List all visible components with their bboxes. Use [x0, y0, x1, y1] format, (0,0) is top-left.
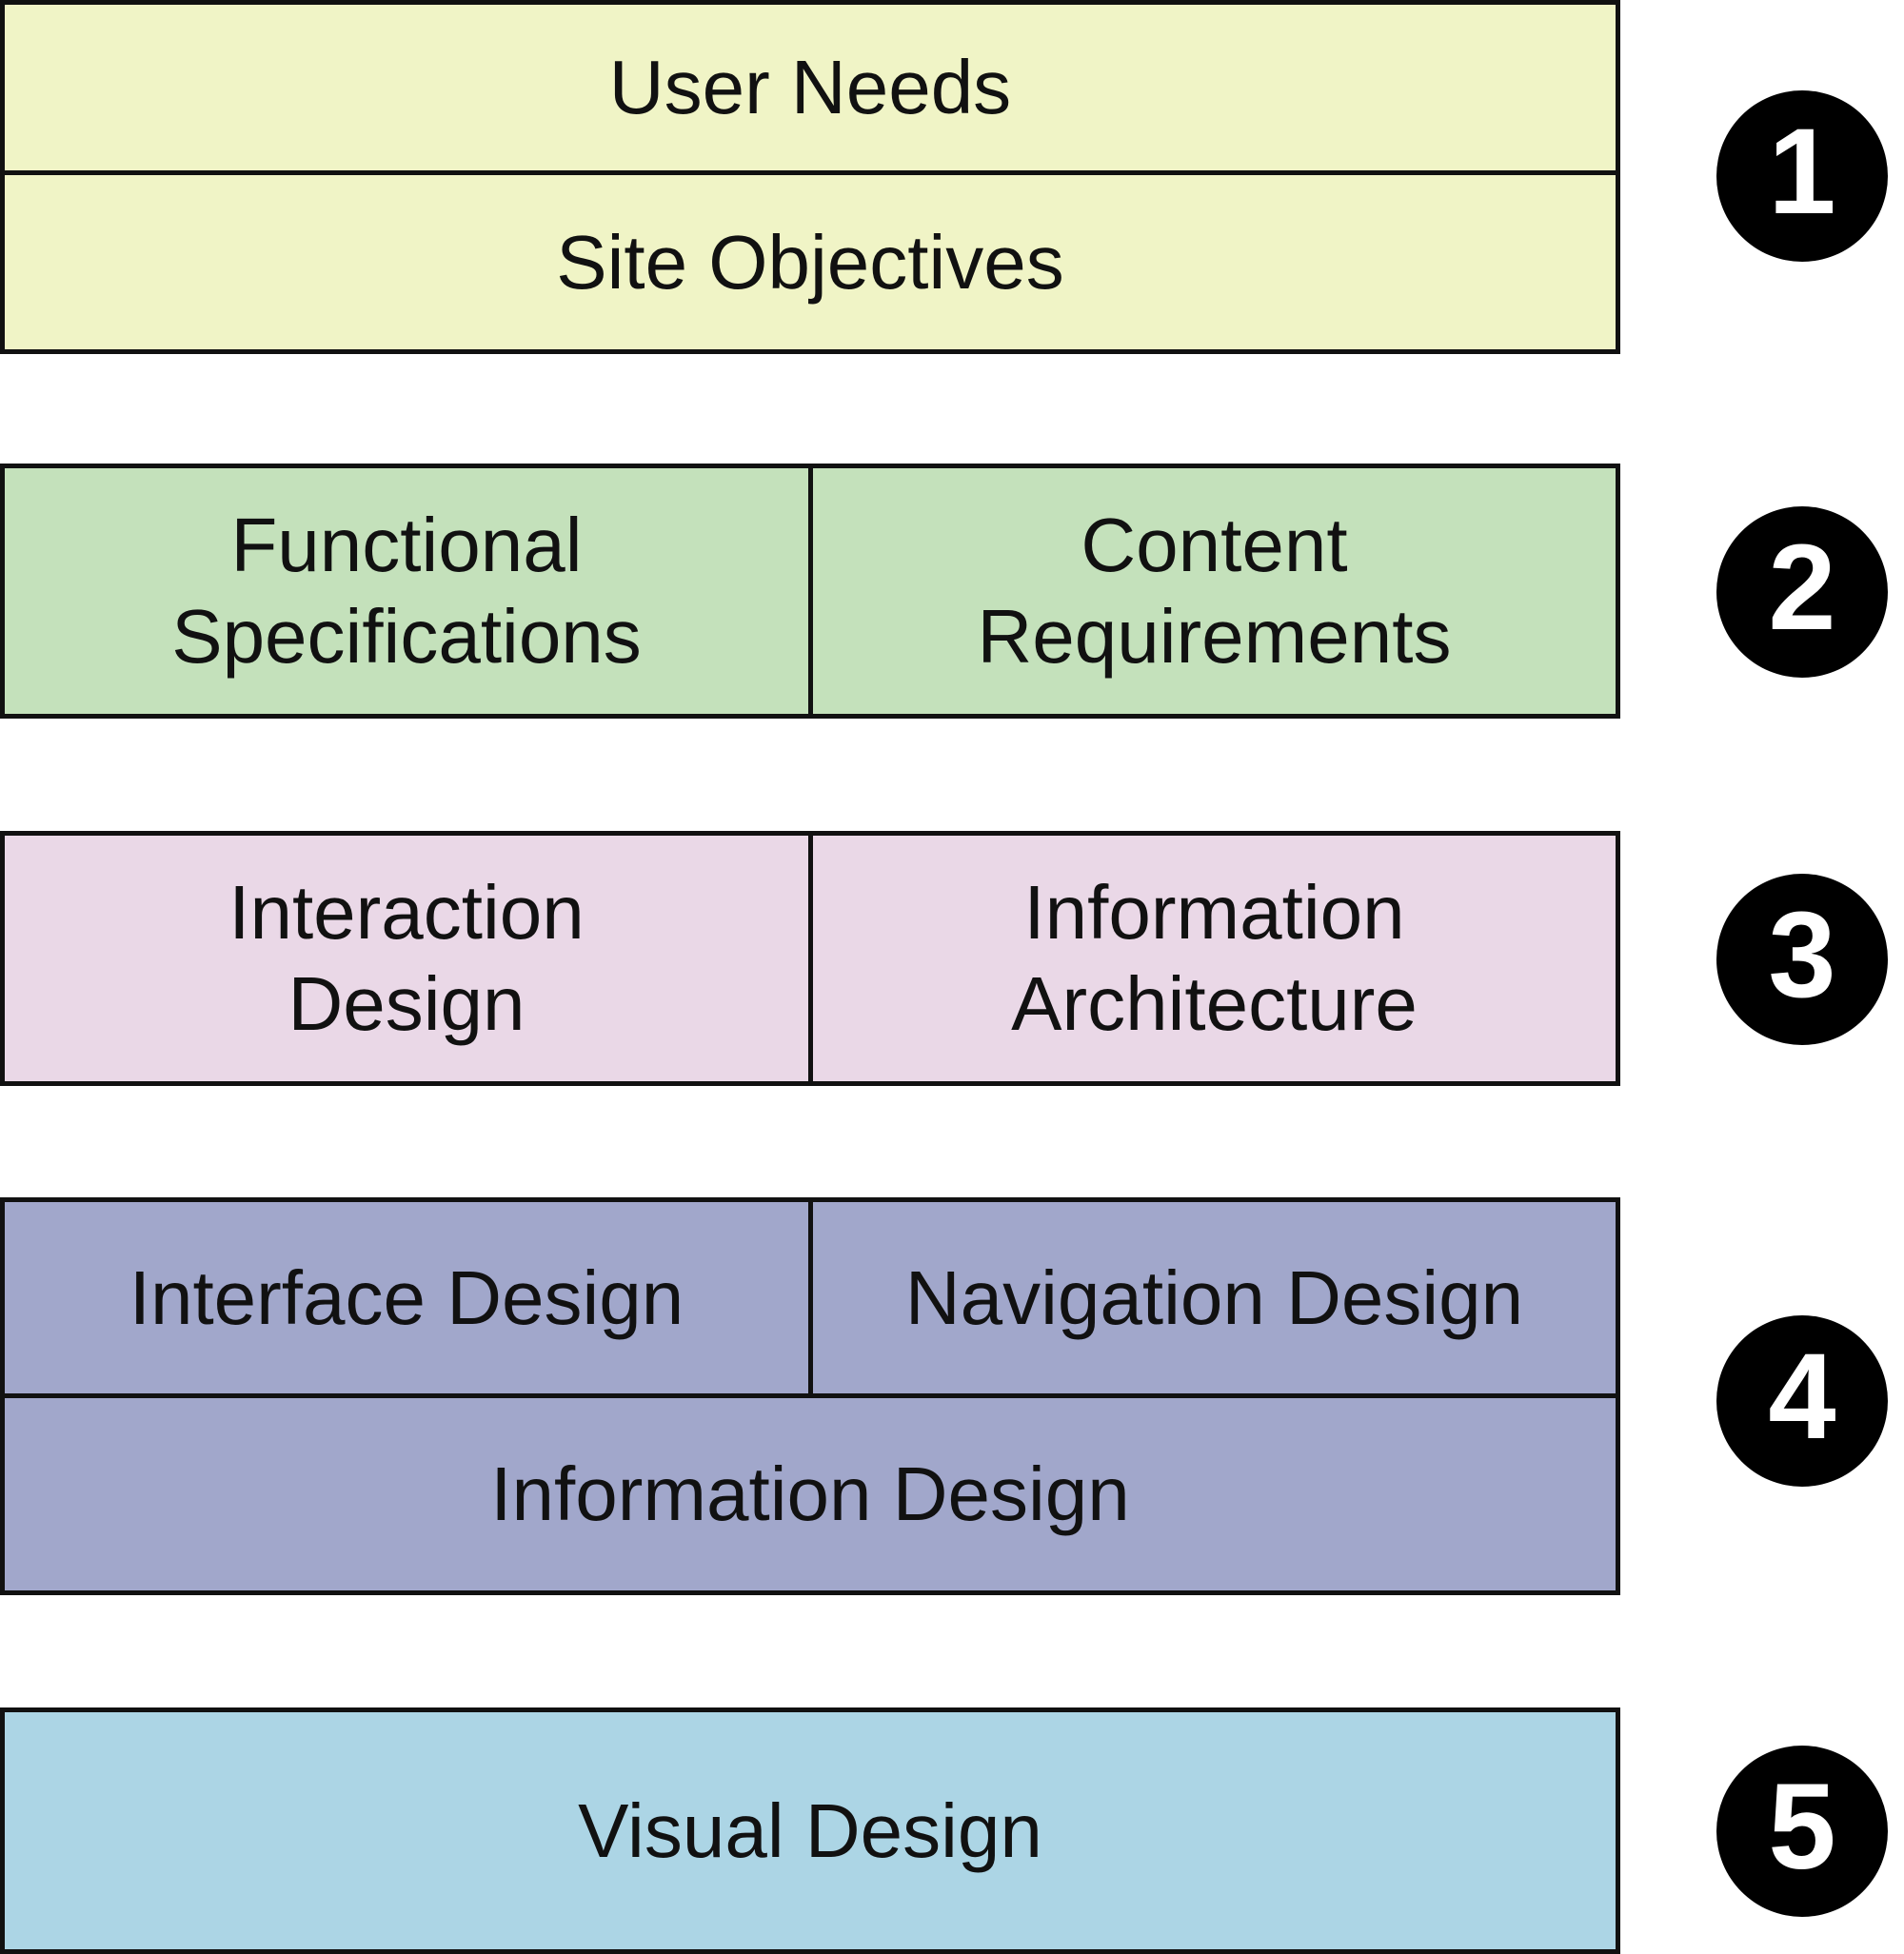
step-1-number: 1 — [1768, 104, 1836, 240]
information-architecture-box: Information Architecture — [808, 831, 1620, 1086]
step-4-number: 4 — [1768, 1329, 1836, 1465]
functional-specifications-box: Functional Specifications — [0, 464, 813, 719]
interaction-design-box: Interaction Design — [0, 831, 813, 1086]
step-5-badge: 5 — [1716, 1746, 1888, 1917]
step-5-number: 5 — [1768, 1759, 1836, 1895]
step-1-badge: 1 — [1716, 90, 1888, 262]
information-design-box: Information Design — [0, 1393, 1620, 1595]
content-requirements-box: Content Requirements — [808, 464, 1620, 719]
navigation-design-box: Navigation Design — [808, 1197, 1620, 1398]
visual-design-box: Visual Design — [0, 1707, 1620, 1954]
step-2-badge: 2 — [1716, 506, 1888, 678]
interface-design-box: Interface Design — [0, 1197, 813, 1398]
user-needs-box: User Needs — [0, 0, 1620, 175]
site-objectives-box: Site Objectives — [0, 170, 1620, 354]
step-4-badge: 4 — [1716, 1315, 1888, 1487]
step-3-number: 3 — [1768, 887, 1836, 1023]
step-2-number: 2 — [1768, 520, 1836, 656]
step-3-badge: 3 — [1716, 874, 1888, 1045]
